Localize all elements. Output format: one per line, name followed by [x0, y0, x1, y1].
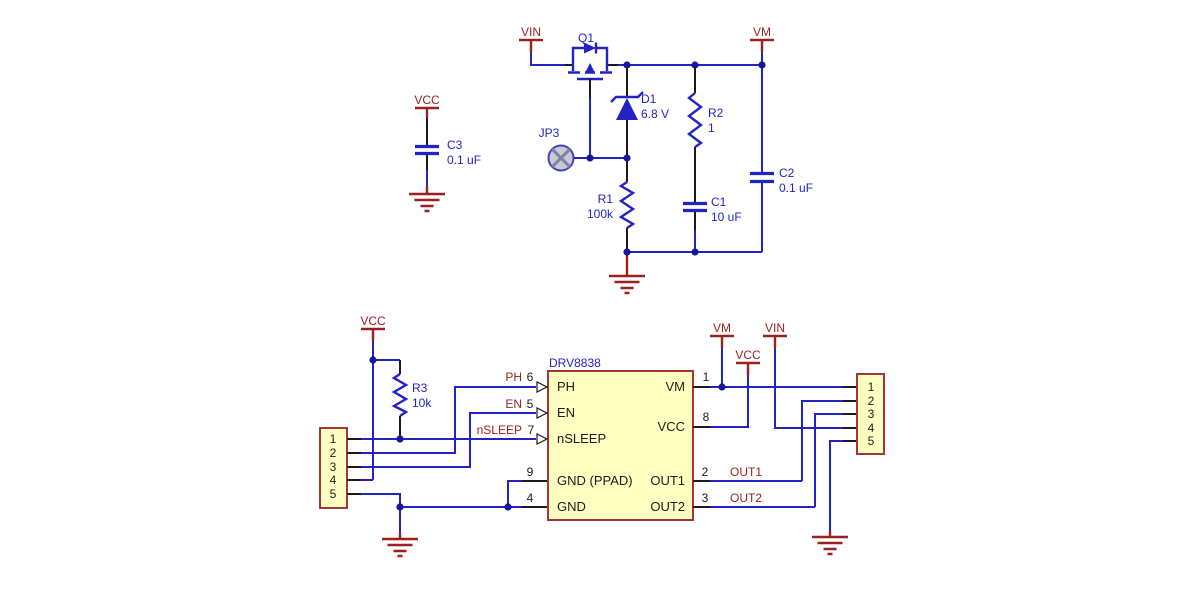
pin-number-9: 9: [527, 465, 534, 479]
gnd-symbol-top: [609, 252, 645, 295]
pin-number-5: 5: [527, 397, 534, 411]
vm-power-symbol-bottom: VM: [710, 321, 734, 387]
r2-value: 1: [708, 121, 715, 135]
left-connector-pin-5: 5: [330, 487, 337, 501]
c2-value: 0.1 uF: [779, 181, 813, 195]
drv8838-ic: DRV8838 PH EN nSLEEP GND (PPAD) GND VM V…: [536, 356, 694, 521]
vcc-left-label: VCC: [360, 314, 386, 328]
r3-value: 10k: [412, 396, 432, 410]
junction-dots-top: [586, 61, 766, 256]
right-connector-pin-2: 2: [868, 394, 875, 408]
r2-ref: R2: [708, 106, 724, 120]
vcc-power-symbol-top: VCC: [414, 93, 440, 118]
ic-pin-vcc: VCC: [658, 419, 685, 434]
pin-number-2: 2: [702, 465, 709, 479]
c3-capacitor: C3 0.1 uF: [415, 118, 481, 170]
wire-out1: [710, 400, 843, 482]
pin-number-6: 6: [527, 370, 534, 384]
ic-title: DRV8838: [549, 356, 601, 370]
input-arrow-nsleep: [536, 433, 549, 445]
wire-pin5-gnd: [361, 493, 401, 507]
right-connector-pin-4: 4: [868, 421, 875, 435]
ic-pin-vm: VM: [666, 379, 686, 394]
gnd-symbol-bottom-right: [812, 530, 848, 556]
d1-zener-diode: D1 6.8 V: [610, 65, 669, 158]
jp3-ref: JP3: [539, 126, 560, 140]
r1-resistor: R1 100k: [587, 158, 636, 252]
c2-capacitor: C2 0.1 uF: [750, 65, 813, 252]
q1-body-diode: [584, 42, 596, 54]
vcc-right-label: VCC: [735, 348, 761, 362]
input-arrow-ph: [536, 381, 549, 393]
jp3-jumper: JP3: [539, 126, 627, 172]
input-arrow-en: [536, 407, 549, 419]
left-connector-pin-1: 1: [330, 432, 337, 446]
d1-value: 6.8 V: [641, 107, 669, 121]
vm-power-symbol-top: VM: [750, 25, 774, 65]
wire-rconn5-gnd: [829, 440, 843, 530]
pin-number-3: 3: [702, 491, 709, 505]
q1-mosfet: Q1: [565, 31, 618, 98]
vin-bottom-label: VIN: [765, 321, 785, 335]
d1-triangle: [616, 98, 638, 120]
pin-number-7: 7: [528, 423, 535, 437]
net-label-nsleep: nSLEEP: [477, 423, 522, 437]
ic-pin-ph: PH: [557, 379, 575, 394]
c1-capacitor: C1 10 uF: [683, 195, 742, 252]
r1-value: 100k: [587, 207, 614, 221]
c3-ref: C3: [447, 138, 463, 152]
net-label-out1: OUT1: [730, 465, 762, 479]
d1-ref: D1: [641, 92, 657, 106]
vcc-label: VCC: [414, 93, 440, 107]
ic-pin-en: EN: [557, 405, 575, 420]
q1-ref: Q1: [578, 31, 594, 45]
ic-pin-nsleep: nSLEEP: [557, 431, 606, 446]
c2-ref: C2: [779, 166, 795, 180]
ic-pin-gnd-ppad: GND (PPAD): [557, 473, 633, 488]
r3-resistor: R3 10k: [373, 359, 432, 439]
vm-bottom-label: VM: [713, 321, 731, 335]
vin-power-symbol-top: VIN: [519, 25, 543, 52]
q1-channel-arrow: [585, 63, 595, 72]
pin-number-1: 1: [703, 370, 710, 384]
r2-resistor: R2 1: [687, 65, 724, 202]
vm-label: VM: [753, 25, 771, 39]
junction-dots-bottom: [369, 356, 726, 511]
r1-ref: R1: [598, 192, 614, 206]
right-connector-pin-5: 5: [868, 434, 875, 448]
ic-pin-gnd: GND: [557, 499, 586, 514]
right-connector-pin-1: 1: [868, 380, 875, 394]
net-label-ph: PH: [505, 370, 522, 384]
jp3-x: [551, 148, 571, 168]
vcc-power-symbol-bottom-left: VCC: [360, 314, 386, 480]
pin-number-4: 4: [527, 491, 534, 505]
left-connector-pin-3: 3: [330, 460, 337, 474]
c1-value: 10 uF: [711, 210, 742, 224]
vin-label: VIN: [521, 25, 541, 39]
net-label-en: EN: [505, 397, 522, 411]
right-connector-pin-3: 3: [868, 407, 875, 421]
pin-number-8: 8: [703, 410, 710, 424]
wire-vin-to-q1: [530, 52, 565, 66]
net-label-out2: OUT2: [730, 491, 762, 505]
wire-out2: [710, 413, 843, 508]
ic-pin-out1: OUT1: [650, 473, 685, 488]
left-connector-pin-2: 2: [330, 446, 337, 460]
gnd-symbol-bottom-left: [382, 507, 418, 558]
wire-ph: [361, 386, 536, 454]
wire-gnd-ppad: [507, 480, 522, 507]
right-connector: 1 2 3 4 5: [856, 373, 885, 455]
gnd-symbol-c3: [409, 170, 445, 213]
left-connector: 1 2 3 4 5: [319, 427, 361, 509]
c3-value: 0.1 uF: [447, 153, 481, 167]
ic-pin-out2: OUT2: [650, 499, 685, 514]
left-connector-pin-4: 4: [330, 473, 337, 487]
c1-ref: C1: [711, 195, 727, 209]
wire-en: [361, 412, 536, 468]
vin-power-symbol-bottom: VIN: [763, 321, 857, 429]
vcc-power-symbol-bottom-right: VCC: [693, 348, 761, 428]
r3-ref: R3: [412, 381, 428, 395]
